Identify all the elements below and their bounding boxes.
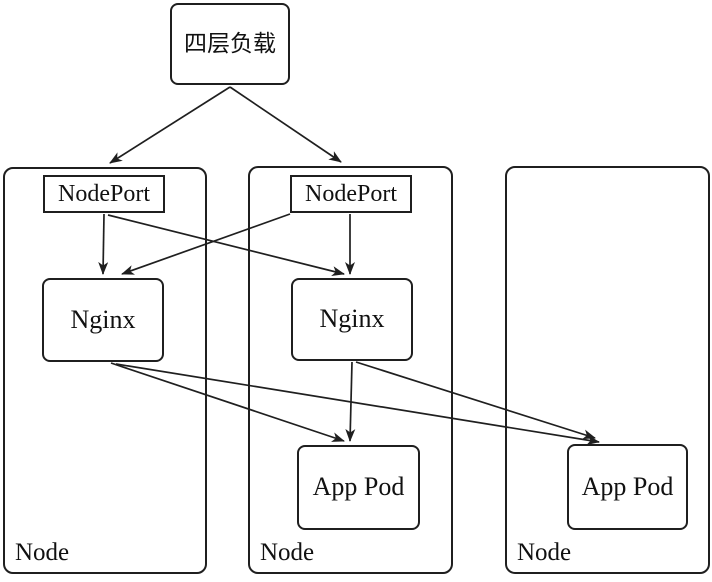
- edge-lb-to-node2-nodeport: [229, 86, 342, 163]
- load-balancer-box: 四层负载: [170, 3, 290, 85]
- node1-nginx-box: Nginx: [42, 278, 164, 362]
- node2-app-pod-label: App Pod: [312, 472, 405, 502]
- node3-label: Node: [517, 539, 572, 566]
- edge-lb-to-node1-nodeport: [109, 86, 231, 164]
- node2-label: Node: [260, 539, 315, 566]
- node1-nodeport-box: NodePort: [43, 175, 165, 213]
- node2-nodeport-box: NodePort: [290, 175, 412, 213]
- node1-nginx-label: Nginx: [70, 304, 136, 334]
- node2-nginx-label: Nginx: [319, 304, 385, 334]
- node1-nodeport-label: NodePort: [58, 180, 150, 207]
- node3-app-pod-box: App Pod: [567, 444, 688, 530]
- node2-nginx-box: Nginx: [291, 278, 413, 361]
- node2-app-pod-box: App Pod: [297, 445, 420, 530]
- node3-app-pod-label: App Pod: [581, 471, 674, 501]
- node2-nodeport-label: NodePort: [305, 180, 397, 207]
- node1-container: Node: [3, 167, 207, 574]
- node1-label: Node: [15, 539, 70, 566]
- load-balancer-label: 四层负载: [184, 31, 276, 57]
